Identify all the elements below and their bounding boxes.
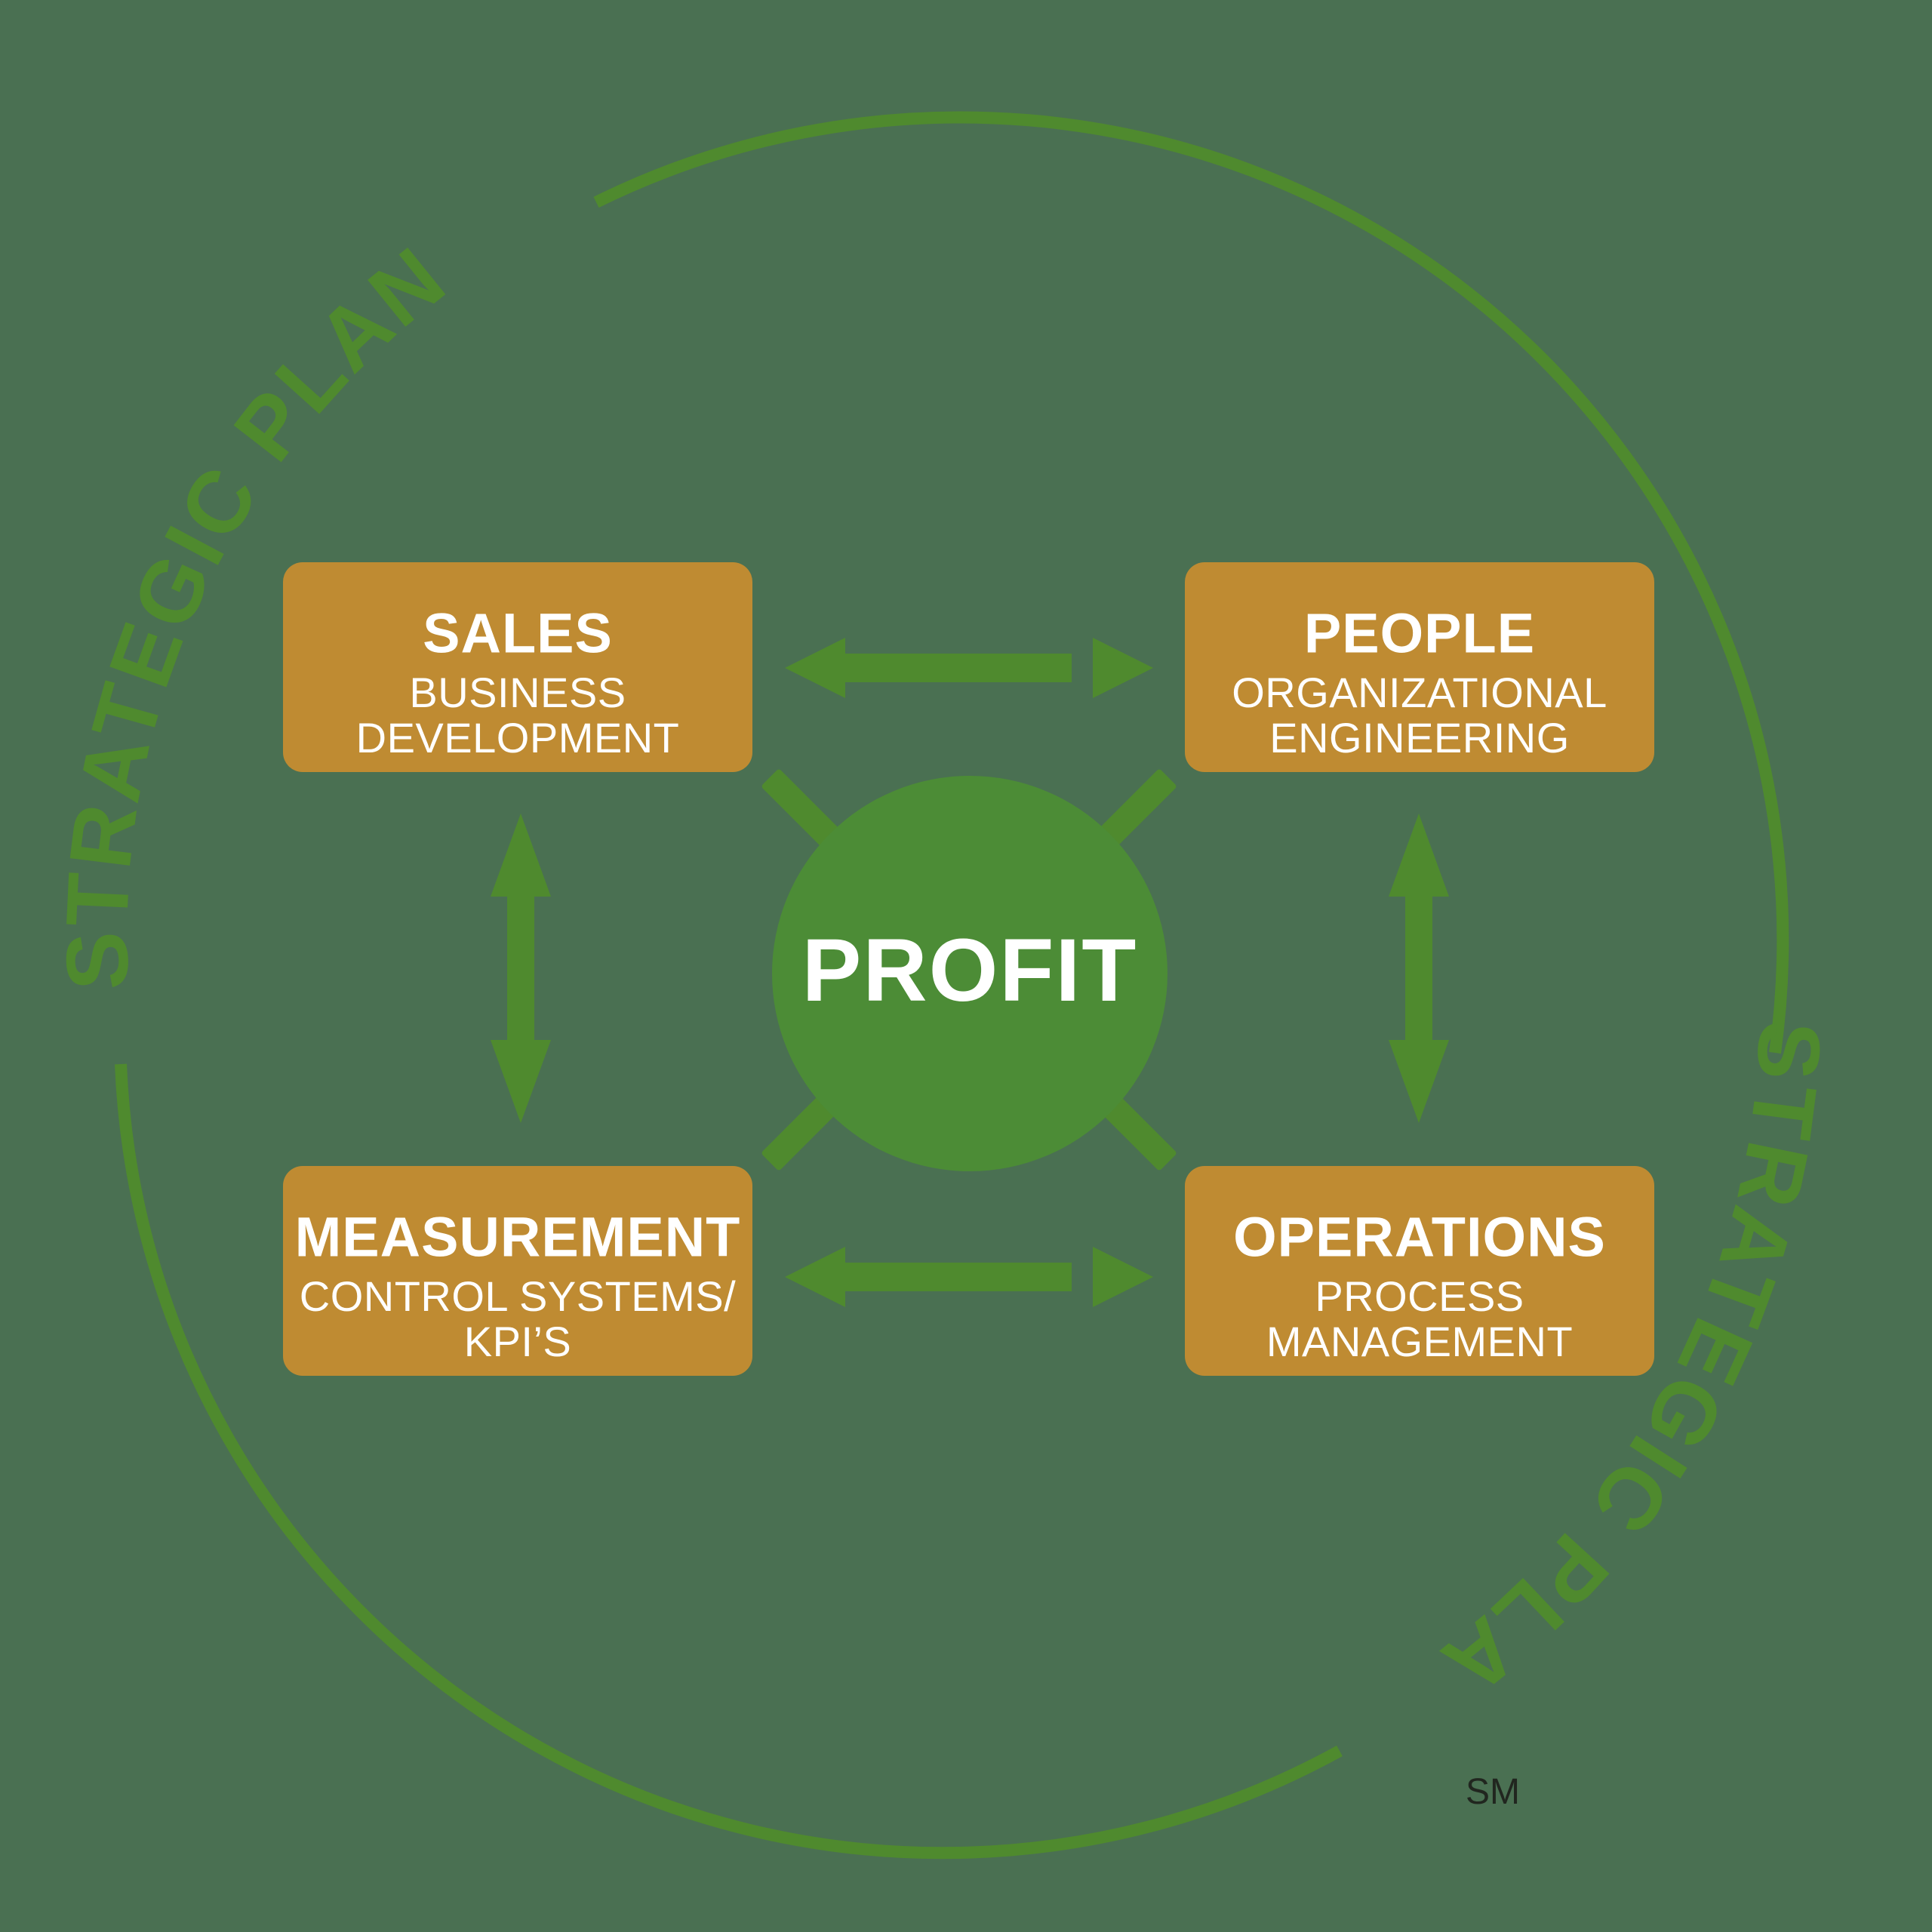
box-measurement-subtitle-line1: CONTROL SYSTEMS/	[300, 1272, 736, 1320]
arrow-shaft	[507, 891, 534, 1045]
profit-label: PROFIT	[802, 921, 1138, 1020]
box-sales-title: SALES	[423, 602, 613, 665]
box-sales-subtitle-line2: DEVELOPMENT	[356, 714, 680, 761]
connector-measurement-operations	[785, 1247, 1153, 1307]
box-people-background[interactable]	[1185, 562, 1654, 772]
connector-people-operations	[1389, 814, 1449, 1123]
arrow-shaft	[761, 1090, 842, 1171]
arrow-shaft	[761, 769, 842, 850]
service-mark: SM	[1466, 1772, 1520, 1812]
center-profit-node[interactable]: PROFIT	[772, 776, 1168, 1171]
arrow-head-top	[1389, 814, 1449, 897]
arrow-head-right	[1093, 638, 1153, 698]
arrow-head-top	[491, 814, 551, 897]
box-people-subtitle-line1: ORGANIZATIONAL	[1232, 669, 1607, 716]
box-sales[interactable]: SALES BUSINESS DEVELOPMENT	[283, 562, 752, 772]
box-operations[interactable]: OPERATIONS PROCESS MANAGEMENT	[1185, 1166, 1654, 1376]
connector-sales-people	[785, 638, 1153, 698]
arrow-shaft	[1405, 891, 1432, 1045]
ring-arc-bottom-left	[115, 1063, 1343, 1860]
ring-arc-top-right	[593, 111, 1789, 1054]
arrow-head-bottom	[1389, 1040, 1449, 1123]
box-measurement-background[interactable]	[283, 1166, 752, 1376]
arrow-shaft	[839, 654, 1072, 682]
arrow-head-bottom	[491, 1040, 551, 1123]
box-measurement[interactable]: MEASUREMENT CONTROL SYSTEMS/ KPI’S	[283, 1166, 752, 1376]
connectors	[491, 638, 1449, 1307]
box-people-subtitle-line2: ENGINEERING	[1269, 714, 1570, 761]
box-operations-subtitle-line1: PROCESS	[1315, 1272, 1524, 1320]
arrow-head-right	[1093, 1247, 1153, 1307]
box-sales-background[interactable]	[283, 562, 752, 772]
arrow-head-left	[785, 1247, 845, 1307]
box-people-title: PEOPLE	[1304, 602, 1535, 665]
profit-circle[interactable]	[772, 776, 1168, 1171]
box-operations-title: OPERATIONS	[1233, 1206, 1606, 1269]
arrow-shaft	[1096, 1090, 1177, 1171]
box-operations-subtitle-line2: MANAGEMENT	[1266, 1318, 1573, 1365]
outer-ring-arcs	[115, 111, 1789, 1860]
arrow-shaft	[1096, 769, 1177, 850]
box-operations-background[interactable]	[1185, 1166, 1654, 1376]
arrow-head-left	[785, 638, 845, 698]
box-measurement-subtitle-line2: KPI’S	[464, 1318, 572, 1365]
connector-sales-measurement	[491, 814, 551, 1123]
arrow-shaft	[839, 1263, 1072, 1291]
box-sales-subtitle-line1: BUSINESS	[409, 669, 626, 716]
box-people[interactable]: PEOPLE ORGANIZATIONAL ENGINEERING	[1185, 562, 1654, 772]
box-measurement-title: MEASUREMENT	[295, 1206, 741, 1269]
